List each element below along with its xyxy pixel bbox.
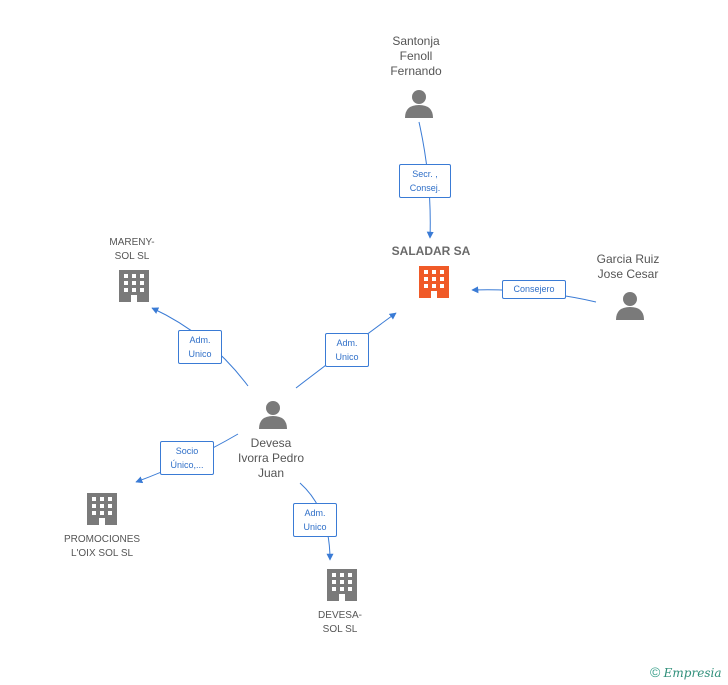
edge-label-devesa-mareny: Adm. Unico [178,330,222,364]
node-label-devesa-person[interactable]: Devesa Ivorra Pedro Juan [237,436,305,480]
edge-label-devesa-saladar: Adm. Unico [325,333,369,367]
node-label-promociones[interactable]: PROMOCIONES L'OIX SOL SL [63,534,141,559]
node-label-santonja[interactable]: Santonja Fenoll Fernando [390,34,442,78]
node-label-mareny[interactable]: MARENY- SOL SL [109,237,155,262]
edge-label-devesa-promociones: Socio Único,... [160,441,214,475]
person-icon[interactable] [405,90,433,118]
footer-brand: © Empresia [650,664,721,680]
edge-label-garcia-saladar: Consejero [502,280,566,299]
building-icon[interactable] [419,266,449,298]
person-icon[interactable] [259,401,287,429]
building-icon[interactable] [119,270,149,302]
edge-label-devesa-devesasol: Adm. Unico [293,503,337,537]
node-label-devesa-sol[interactable]: DEVESA- SOL SL [318,610,362,635]
copyright-icon: © [650,664,661,680]
building-icon[interactable] [327,569,357,601]
node-label-saladar[interactable]: SALADAR SA [391,244,471,258]
building-icon[interactable] [87,493,117,525]
node-label-garcia[interactable]: Garcia Ruiz Jose Cesar [596,252,660,281]
person-icon[interactable] [616,292,644,320]
brand-name[interactable]: Empresia [663,666,722,680]
edge-label-santonja-saladar: Secr. , Consej. [399,164,451,198]
